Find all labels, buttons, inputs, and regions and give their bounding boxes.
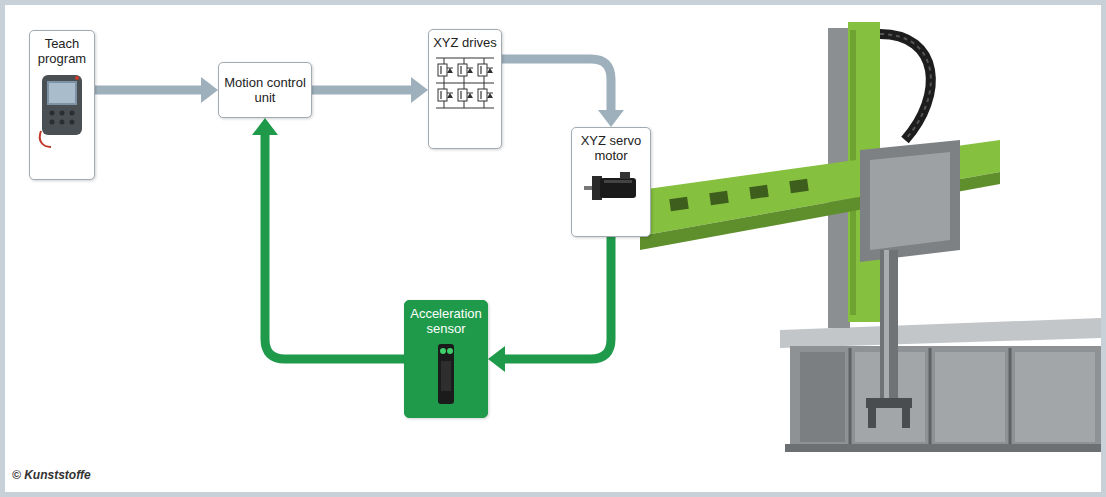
arrowhead — [598, 110, 624, 127]
igbt-bridge-symbol — [434, 55, 496, 111]
node-label: XYZ drives — [433, 35, 497, 50]
connector-arrow — [252, 118, 404, 359]
node-label: Motion control unit — [223, 75, 307, 105]
connector-arrow — [488, 237, 611, 372]
drives-box: XYZ drives — [428, 29, 502, 149]
teach-program-box: Teach program — [29, 30, 95, 180]
servo-motor-box: XYZ servo motor — [571, 127, 651, 237]
process-box: Motion control unit — [218, 62, 312, 118]
arrowhead — [411, 77, 428, 103]
connector-arrow — [95, 77, 218, 103]
teach-pendant-picture — [37, 71, 87, 149]
arrowhead — [488, 346, 505, 372]
connector-line — [503, 237, 611, 359]
connector-line — [95, 86, 203, 95]
servo-motor-picture — [580, 168, 642, 210]
arrowhead — [252, 118, 278, 135]
connector-line — [312, 86, 413, 95]
arrowhead — [201, 77, 218, 103]
sensor-box: Acceleration sensor — [404, 300, 488, 418]
connector-line — [265, 133, 404, 359]
node-label: XYZ servo motor — [576, 133, 646, 163]
acceleration-sensor-picture — [431, 341, 461, 407]
node-label: Acceleration sensor — [409, 306, 483, 336]
connector-line — [502, 59, 611, 112]
copyright-note: © Kunststoffe — [12, 468, 91, 482]
connector-arrow — [312, 77, 428, 103]
connector-arrow — [502, 59, 624, 127]
node-label: Teach program — [34, 36, 90, 66]
